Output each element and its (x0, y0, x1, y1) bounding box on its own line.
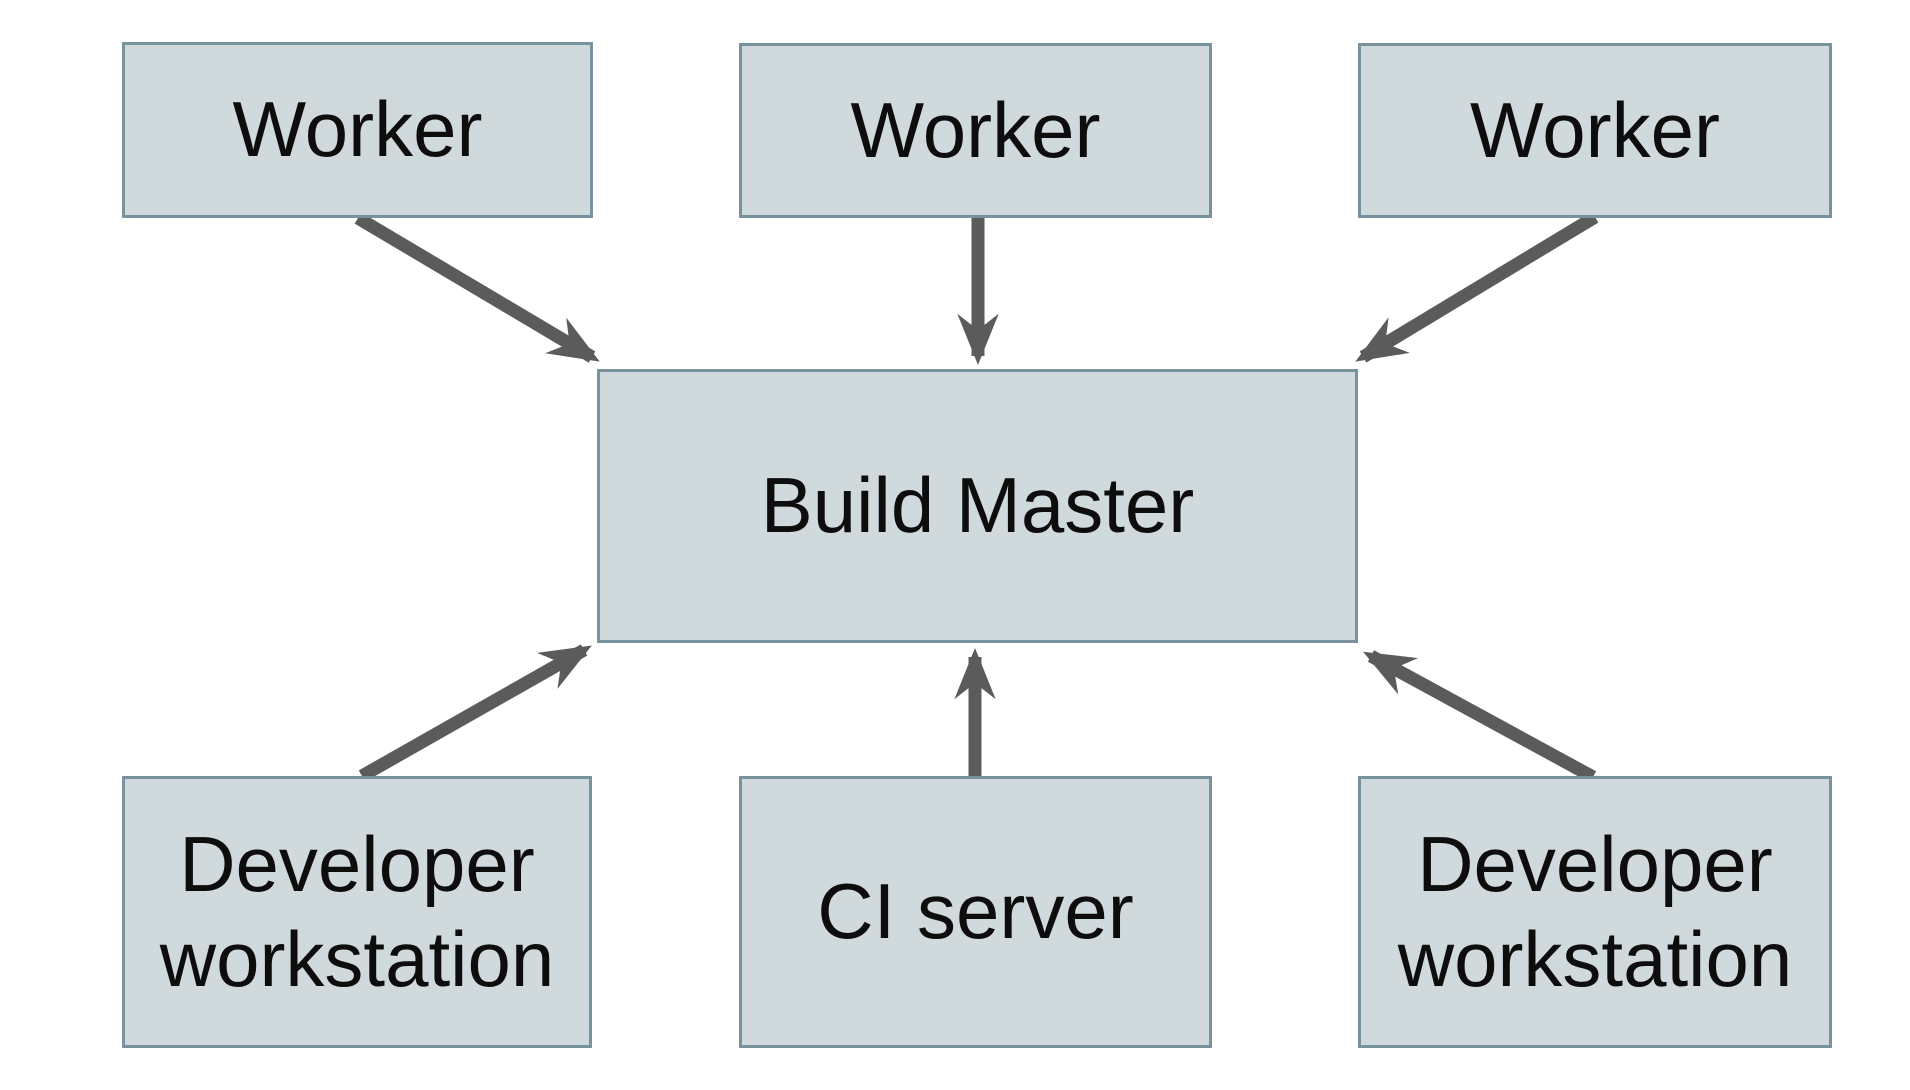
node-build-master-label: Build Master (760, 461, 1195, 550)
arrow-worker3-to-buildmaster (1355, 211, 1599, 363)
node-worker-3-label: Worker (1470, 85, 1720, 174)
node-developer-workstation-right-label: Developer workstation (1397, 819, 1793, 1003)
node-worker-2-label: Worker (850, 85, 1101, 174)
node-worker-3: Worker (1358, 43, 1832, 218)
node-build-master: Build Master (597, 369, 1358, 643)
node-worker-2: Worker (739, 43, 1212, 218)
node-developer-workstation-right: Developer workstation (1358, 776, 1832, 1048)
node-ci-server: CI server (739, 776, 1212, 1048)
node-developer-workstation-left-label: Developer workstation (159, 819, 555, 1003)
arrow-worker1-to-buildmaster (354, 212, 600, 363)
arrow-devwsright-to-buildmaster (1363, 650, 1597, 783)
node-worker-1-label: Worker (232, 85, 483, 174)
node-developer-workstation-left: Developer workstation (122, 776, 592, 1048)
arrow-devwsleft-to-buildmaster (358, 644, 592, 782)
node-ci-server-label: CI server (817, 867, 1134, 956)
node-worker-1: Worker (122, 42, 593, 218)
